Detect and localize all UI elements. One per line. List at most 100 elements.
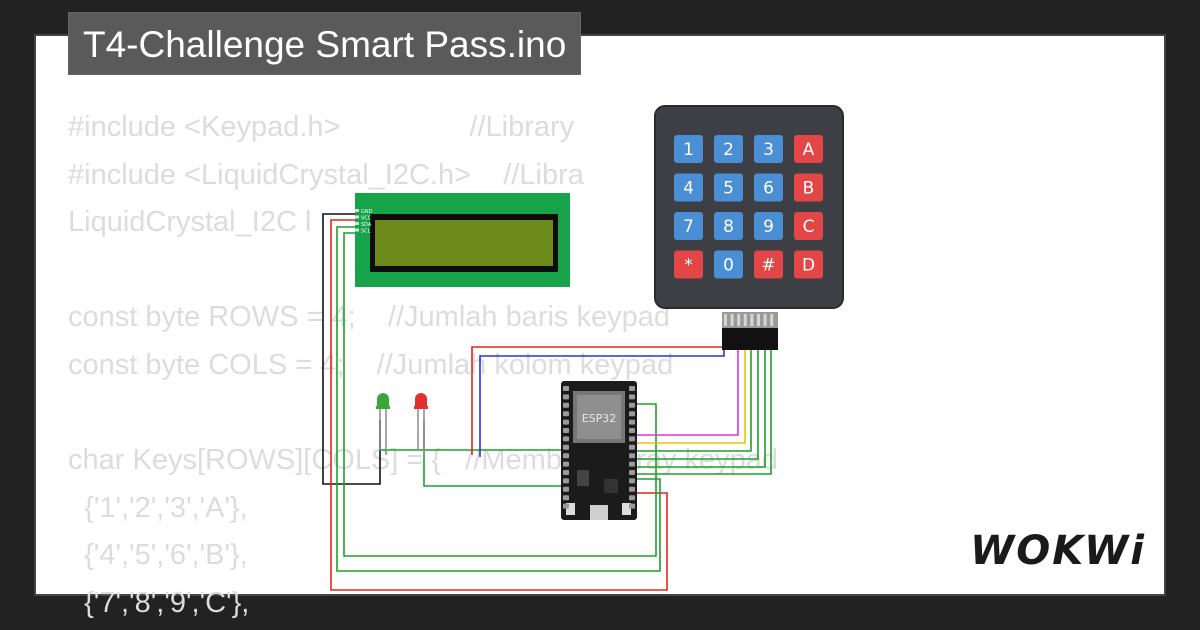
wire <box>634 333 772 475</box>
keypad-key-5[interactable]: 5 <box>714 173 743 202</box>
keypad-key-3[interactable]: 3 <box>754 135 783 163</box>
key-label: D <box>802 256 815 276</box>
wire <box>634 333 759 460</box>
usb-port <box>590 505 608 520</box>
lcd-screen <box>375 220 553 266</box>
keypad-pin <box>730 314 734 326</box>
lcd-pin-label: GND <box>361 209 373 215</box>
key-label: 9 <box>763 217 774 237</box>
key-label: * <box>684 256 693 276</box>
keypad-connector <box>722 312 778 350</box>
keypad-key-2[interactable]: 2 <box>714 135 743 163</box>
esp32-pin <box>629 470 635 475</box>
keypad-key-*[interactable]: * <box>674 250 703 279</box>
leds <box>376 393 428 455</box>
key-face <box>714 173 743 202</box>
esp32-pin <box>629 444 635 450</box>
keypad-key-7[interactable]: 7 <box>674 212 703 240</box>
keypad-pin <box>737 314 741 326</box>
lcd-pin-label: SCL <box>361 229 371 235</box>
esp32-pin <box>563 411 569 417</box>
key-face <box>674 212 703 240</box>
esp32-pin <box>629 478 635 484</box>
esp32-pin <box>629 428 635 433</box>
esp32-pin <box>563 453 569 459</box>
reset-button[interactable] <box>622 503 631 515</box>
boot-button[interactable] <box>566 503 575 515</box>
keypad-key-B[interactable]: B <box>794 173 823 202</box>
keypad-key-4[interactable]: 4 <box>674 173 703 202</box>
keypad-key-1[interactable]: 1 <box>674 135 703 163</box>
keypad-key-0[interactable]: 0 <box>714 250 743 279</box>
esp32-pin <box>629 461 635 467</box>
esp32-pin <box>629 436 635 442</box>
esp32-pin <box>563 394 569 400</box>
key-label: 1 <box>683 140 694 160</box>
key-label: B <box>803 179 815 199</box>
key-label: 2 <box>723 140 734 160</box>
red-led[interactable] <box>414 393 428 455</box>
keypad-key-D[interactable]: D <box>794 250 823 279</box>
esp32-pin <box>629 402 635 408</box>
key-face <box>754 250 783 279</box>
key-face <box>714 250 743 279</box>
esp32-pin <box>629 419 635 425</box>
lcd-pin <box>355 209 359 212</box>
wire <box>634 333 766 468</box>
esp32-pin <box>629 394 635 400</box>
esp32-pin <box>563 428 569 433</box>
esp32-regulator <box>604 479 618 493</box>
esp32-module <box>577 395 621 439</box>
esp32-board[interactable]: ESP32 <box>561 381 637 520</box>
keypad-pin <box>743 314 747 326</box>
esp32-chip <box>577 470 589 486</box>
keypad-pin <box>750 314 754 326</box>
led-rim <box>376 406 390 409</box>
keypad-key-9[interactable]: 9 <box>754 212 783 240</box>
wire <box>330 219 668 591</box>
esp32-pin <box>629 503 635 509</box>
keypad-key-#[interactable]: # <box>754 250 783 279</box>
lcd-pin-label: SDA <box>361 222 372 228</box>
key-label: 3 <box>763 140 774 160</box>
key-label: 7 <box>683 217 694 237</box>
esp32-pin <box>563 503 569 509</box>
wire <box>634 333 746 444</box>
wire <box>322 213 381 485</box>
keypad-key-A[interactable]: A <box>794 135 823 163</box>
key-face <box>674 173 703 202</box>
keypad-key-C[interactable]: C <box>794 212 823 240</box>
led-lens <box>415 393 427 408</box>
key-face <box>754 173 783 202</box>
key-face <box>754 212 783 240</box>
keypad-pin <box>724 314 727 326</box>
project-title[interactable]: T4-Challenge Smart Pass.ino <box>68 12 582 75</box>
key-face <box>754 135 783 163</box>
keypad-key-8[interactable]: 8 <box>714 212 743 240</box>
wire <box>634 333 752 452</box>
keypad-pin <box>757 314 760 326</box>
esp32-pin <box>563 402 569 408</box>
esp32-pin <box>563 419 569 425</box>
esp32-pin <box>563 495 569 501</box>
esp32-pin <box>563 461 569 467</box>
esp32-pin <box>563 470 569 475</box>
wire <box>634 333 739 436</box>
key-face <box>714 135 743 163</box>
esp32-pin <box>629 411 635 417</box>
esp32-pin <box>563 486 569 492</box>
esp32-pin <box>563 444 569 450</box>
esp32-pin <box>563 386 569 391</box>
green-led[interactable] <box>376 393 390 455</box>
key-face <box>674 250 703 279</box>
key-face <box>794 250 823 279</box>
esp32-label: ESP32 <box>582 412 617 425</box>
keypad-key-6[interactable]: 6 <box>754 173 783 202</box>
wokwi-logo: WOKWi <box>970 528 1146 574</box>
esp32-pin <box>563 478 569 484</box>
